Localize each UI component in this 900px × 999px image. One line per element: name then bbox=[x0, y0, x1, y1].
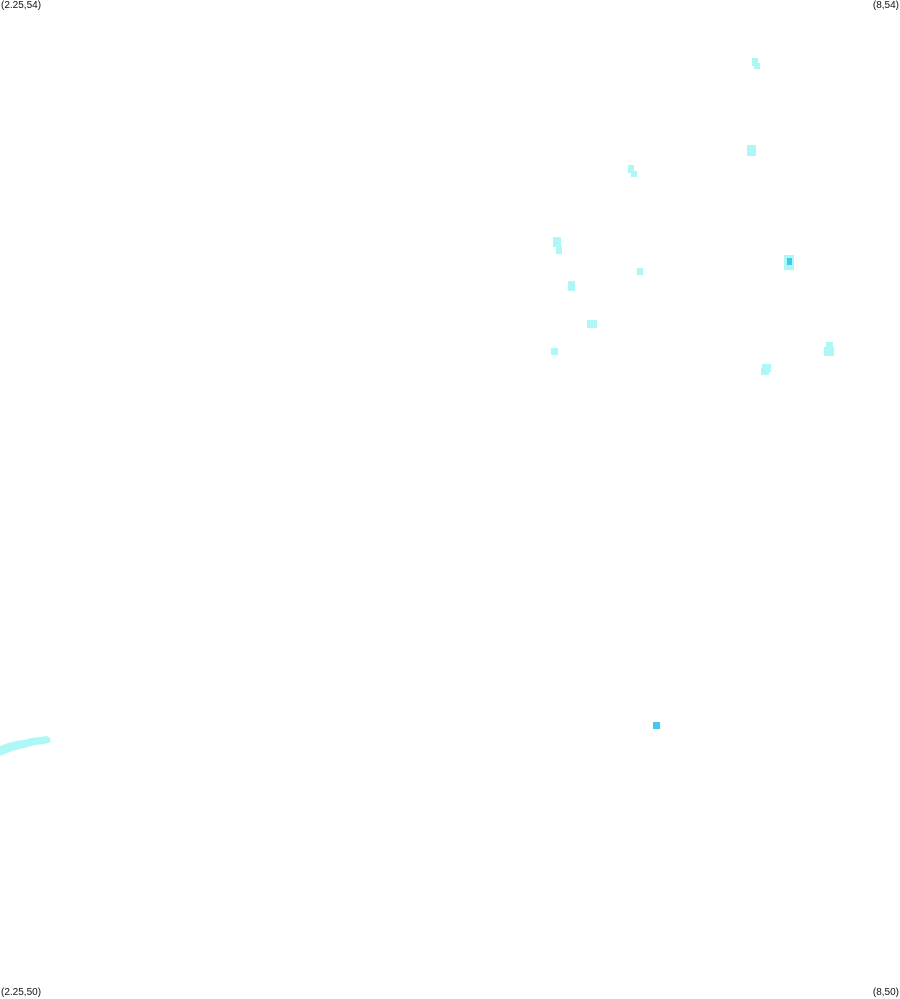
data-cell bbox=[637, 268, 643, 275]
data-cell bbox=[568, 281, 575, 291]
data-cell bbox=[747, 145, 756, 156]
corner-label-bottom-right: (8,50) bbox=[872, 987, 899, 998]
data-cell bbox=[556, 246, 562, 254]
data-cell bbox=[752, 58, 758, 66]
corner-label-top-right: (8,54) bbox=[872, 0, 899, 11]
data-cell bbox=[761, 368, 769, 375]
data-cell bbox=[553, 237, 561, 247]
data-cell bbox=[587, 320, 597, 328]
data-cell bbox=[826, 342, 833, 350]
corner-label-top-left: (2.25,54) bbox=[1, 0, 42, 11]
data-cell bbox=[824, 347, 834, 356]
data-cell bbox=[551, 348, 558, 355]
data-cell bbox=[628, 165, 634, 173]
data-cell bbox=[653, 722, 660, 729]
data-cell bbox=[631, 171, 637, 177]
corner-label-bottom-left: (2.25,50) bbox=[1, 987, 42, 998]
data-cell bbox=[787, 258, 792, 265]
data-cell-strip bbox=[0, 736, 51, 756]
data-cell bbox=[754, 63, 760, 69]
